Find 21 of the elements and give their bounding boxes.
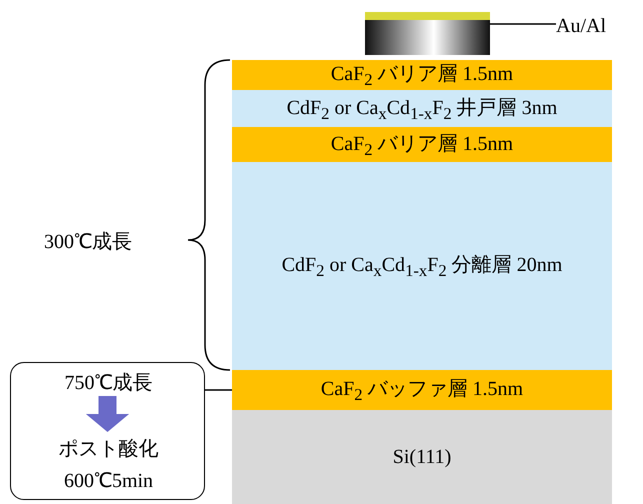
layer-label: CdF$_{2}$ or Ca$_{x}$Cd$_{1-x}$F$_{2}$ 分離層 20nm [282,253,562,281]
separation-layer [232,162,612,370]
process-step: ポスト酸化 600℃5min [21,433,196,497]
growth-temperature-label: 300℃成長 [44,230,132,255]
process-box [10,362,205,500]
arrow [86,396,130,432]
layer-label: CaF$_{2}$ バッファ層 1.5nm [320,377,524,405]
leader-line [205,389,232,391]
layer-label: CdF$_{2}$ or Ca$_{x}$Cd$_{1-x}$F$_{2}$ 井戸層 3nm [286,96,558,124]
layer-label: Si(111) [392,446,452,468]
electrode-drawing [365,12,490,55]
layer-label: CaF$_{2}$ バリア層 1.5nm [330,62,514,90]
buffer-layer [232,370,612,410]
leader-line [490,23,556,25]
layer-label: CaF$_{2}$ バリア層 1.5nm [330,132,514,160]
process-step: 750℃成長 [21,367,196,397]
barrier-layer [232,127,612,162]
barrier-layer [232,60,612,90]
substrate-layer [232,410,612,504]
well-layer [232,90,612,127]
electrode-label: Au/Al [556,10,643,36]
